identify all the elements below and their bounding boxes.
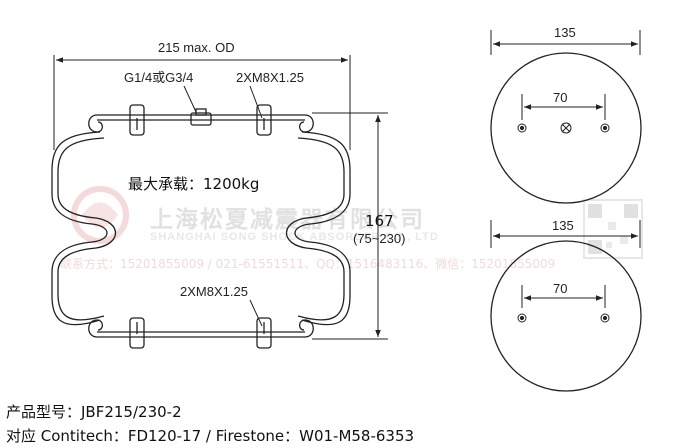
thread-label-top-right: 2XM8X1.25 bbox=[236, 70, 304, 85]
product-model-line: 产品型号：JBF215/230-2 bbox=[6, 403, 182, 421]
bottom-plate-bolt-spacing-label: 70 bbox=[553, 281, 567, 296]
top-left-curl bbox=[88, 114, 104, 133]
bottom-plate-hole-left bbox=[517, 313, 527, 323]
watermark-logo bbox=[71, 186, 129, 244]
bottom-plate-circle bbox=[490, 240, 642, 392]
bellows-outer bbox=[51, 131, 108, 326]
top-stud-right bbox=[256, 104, 272, 136]
top-plate-view bbox=[490, 30, 642, 204]
width-dimension bbox=[53, 55, 351, 150]
thread-label-bottom: 2XM8X1.25 bbox=[180, 284, 248, 299]
watermark-company-en: SHANGHAI SONG SHOCK ABSORBER CO., LTD bbox=[150, 231, 439, 243]
leader-line-bottom bbox=[249, 299, 263, 327]
thread-label-top-left: G1/4或G3/4 bbox=[124, 70, 193, 85]
top-plate-hole-left bbox=[517, 123, 527, 133]
air-port-icon bbox=[560, 122, 572, 134]
qr-code bbox=[583, 199, 643, 259]
bottom-plate-diameter-label: 135 bbox=[552, 218, 574, 233]
top-bead-plate bbox=[97, 114, 305, 121]
bottom-bead-plate bbox=[97, 331, 305, 338]
watermark-contact: 联系方式：15201855009 / 021-61551511、QQ：15164… bbox=[60, 256, 555, 271]
top-stud-left bbox=[129, 104, 145, 136]
air-spring-profile bbox=[51, 104, 351, 349]
leader-lines-top bbox=[183, 85, 263, 119]
bellows-inner bbox=[57, 137, 116, 321]
height-range-label: (75~230) bbox=[353, 231, 405, 246]
bottom-plate-view bbox=[490, 220, 642, 392]
bottom-stud-right bbox=[256, 317, 272, 349]
height-dimension bbox=[312, 112, 388, 340]
top-right-curl bbox=[298, 114, 314, 133]
width-label: 215 max. OD bbox=[158, 40, 235, 55]
top-plate-circle bbox=[490, 52, 642, 204]
top-plate-bolt-spacing-label: 70 bbox=[553, 90, 567, 105]
air-fitting bbox=[190, 112, 212, 126]
top-plate-hole-right bbox=[600, 123, 610, 133]
bottom-stud-left bbox=[129, 317, 145, 349]
cross-reference-line: 对应 Contitech：FD120-17 / Firestone：W01-M5… bbox=[6, 427, 415, 445]
bottom-right-curl bbox=[298, 319, 314, 338]
bottom-left-curl bbox=[88, 319, 104, 338]
top-plate-diameter-label: 135 bbox=[554, 25, 576, 40]
max-load-label: 最大承载：1200kg bbox=[128, 175, 259, 193]
bottom-plate-hole-right bbox=[600, 313, 610, 323]
height-label: 167 bbox=[365, 212, 394, 230]
